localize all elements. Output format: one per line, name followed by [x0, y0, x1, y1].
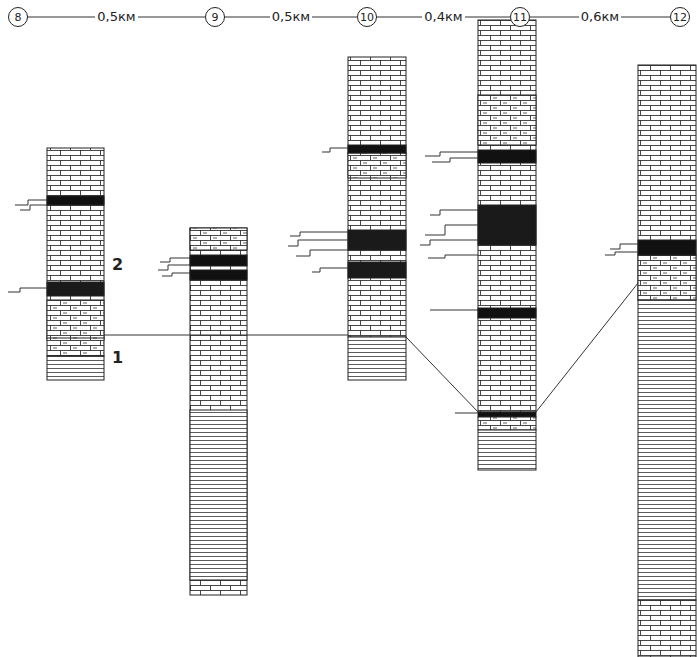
distance-label: 0,6км	[579, 10, 621, 24]
station-circle: 11	[510, 7, 530, 27]
horizon-number: 2	[112, 257, 123, 273]
distance-label: 0,4км	[422, 10, 464, 24]
station-number: 11	[513, 12, 527, 23]
station-circle: 9	[205, 7, 225, 27]
distance-label: 0,5км	[270, 10, 312, 24]
station-number: 8	[15, 12, 22, 23]
station-number: 10	[360, 12, 374, 23]
horizon-number: 1	[112, 350, 123, 366]
distance-label: 0,5км	[95, 10, 137, 24]
station-number: 12	[673, 12, 687, 23]
station-circle: 12	[670, 7, 690, 27]
station-circle: 8	[8, 7, 28, 27]
station-circle: 10	[357, 7, 377, 27]
station-number: 9	[212, 12, 219, 23]
